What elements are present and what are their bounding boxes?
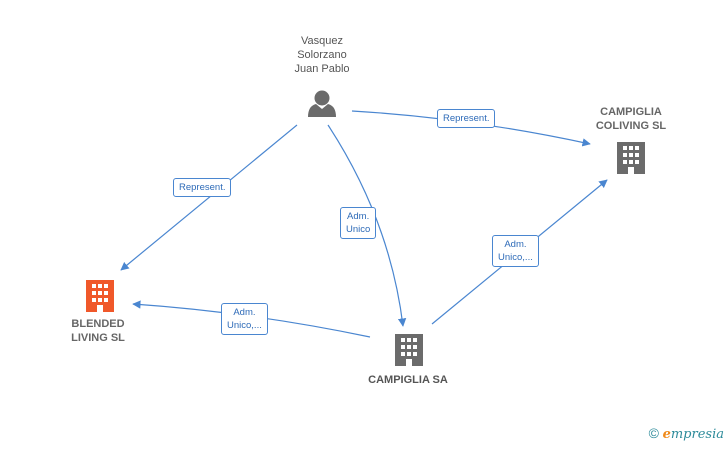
edge-label-line2: Unico — [346, 224, 371, 235]
brand-watermark: © empresia — [649, 425, 724, 442]
edge-label-line1: Adm. — [233, 307, 256, 318]
edge-person-to-sa — [327, 124, 407, 327]
building-icon[interactable] — [86, 280, 114, 312]
edge-label-text: Represent. — [179, 182, 226, 193]
blended-living-line1: BLENDED — [71, 318, 125, 330]
edge-label-text: Represent. — [443, 113, 490, 124]
edge-label-person-coliving[interactable]: Represent. — [437, 109, 496, 128]
campiglia-coliving-line2: COLIVING SL — [595, 120, 667, 132]
edge-label-line1: Adm. — [504, 239, 527, 250]
person-name-line3: Juan Pablo — [294, 63, 350, 75]
brand-logo: empresia — [663, 427, 724, 442]
edge-label-line1: Adm. — [347, 211, 370, 222]
building-icon[interactable] — [395, 334, 423, 366]
copyright-symbol: © — [648, 425, 659, 441]
edge-label-person-blended[interactable]: Represent. — [173, 178, 232, 197]
brand-logo-rest: mpresia — [670, 427, 724, 442]
edge-label-person-sa[interactable]: Adm. Unico — [340, 207, 377, 239]
campiglia-sa-line1: CAMPIGLIA SA — [368, 374, 448, 386]
person-name-label[interactable]: Vasquez Solorzano Juan Pablo — [270, 34, 374, 76]
person-name-line1: Vasquez — [301, 35, 343, 47]
blended-living-label[interactable]: BLENDED LIVING SL — [48, 317, 148, 345]
campiglia-coliving-label[interactable]: CAMPIGLIA COLIVING SL — [576, 105, 686, 133]
blended-living-line2: LIVING SL — [71, 332, 125, 344]
edge-label-sa-coliving[interactable]: Adm. Unico,... — [492, 235, 539, 267]
building-icon[interactable] — [617, 142, 645, 174]
person-icon[interactable] — [308, 90, 336, 118]
edge-label-line2: Unico,... — [498, 252, 533, 263]
campiglia-coliving-line1: CAMPIGLIA — [600, 106, 662, 118]
edge-label-sa-blended[interactable]: Adm. Unico,... — [221, 303, 268, 335]
edge-person-to-blended — [120, 124, 298, 271]
brand-logo-e: e — [662, 427, 671, 442]
campiglia-sa-label[interactable]: CAMPIGLIA SA — [348, 373, 468, 387]
edge-label-line2: Unico,... — [227, 320, 262, 331]
person-name-line2: Solorzano — [297, 49, 347, 61]
